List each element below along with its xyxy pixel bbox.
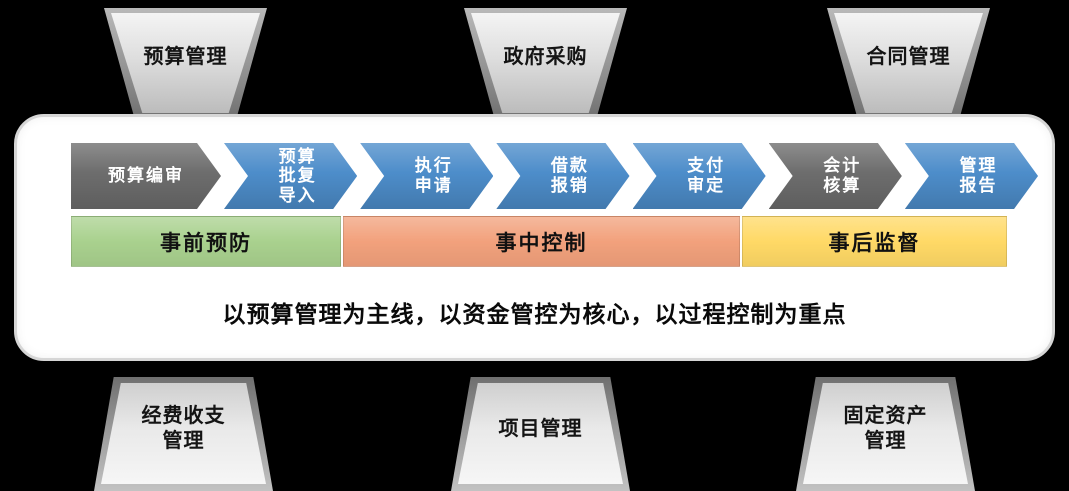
module-budget-management: 预算管理 xyxy=(104,8,267,120)
slogan-text: 以预算管理为主线，以资金管控为核心，以过程控制为重点 xyxy=(222,301,847,327)
module-label: 经费收支管理 xyxy=(141,405,226,452)
module-label: 项目管理 xyxy=(498,417,583,440)
phase-post-supervision: 事后监督 xyxy=(742,216,1007,267)
process-flow: 预算编审 预算批复导入 执行申请 借款报销 支付审定 会计核算 管理报告 xyxy=(71,143,1038,209)
process-step-label: 执行申请 xyxy=(414,156,453,195)
process-step-label: 预算批复导入 xyxy=(278,146,317,205)
module-label: 预算管理 xyxy=(143,45,228,68)
process-step-budget-review: 预算编审 xyxy=(71,143,221,209)
process-step-label: 管理报告 xyxy=(959,156,998,195)
module-fixed-assets-management: 固定资产管理 xyxy=(796,377,975,491)
module-label: 政府采购 xyxy=(503,45,588,68)
process-step-payment-approval: 支付审定 xyxy=(633,143,766,209)
process-step-execution-request: 执行申请 xyxy=(360,143,493,209)
process-step-management-report: 管理报告 xyxy=(905,143,1038,209)
phase-label: 事前预防 xyxy=(160,231,252,255)
module-government-procurement: 政府采购 xyxy=(464,8,627,120)
phase-label: 事后监督 xyxy=(828,231,921,255)
module-label: 固定资产管理 xyxy=(843,405,928,452)
process-step-budget-approval-import: 预算批复导入 xyxy=(224,143,357,209)
process-step-label: 预算编审 xyxy=(108,166,184,186)
process-panel: 预算编审 预算批复导入 执行申请 借款报销 支付审定 会计核算 管理报告 xyxy=(14,114,1055,361)
process-step-label: 借款报销 xyxy=(550,156,589,195)
process-step-accounting: 会计核算 xyxy=(769,143,902,209)
phase-in-process-control: 事中控制 xyxy=(343,216,740,267)
process-step-label: 支付审定 xyxy=(687,156,726,195)
module-project-management: 项目管理 xyxy=(451,377,630,491)
module-contract-management: 合同管理 xyxy=(827,8,990,120)
phase-pre-prevention: 事前预防 xyxy=(71,216,341,267)
phase-bands: 事前预防 事中控制 事后监督 xyxy=(71,216,1009,267)
module-expense-income-management: 经费收支管理 xyxy=(94,377,273,491)
phase-label: 事中控制 xyxy=(495,231,588,255)
module-label: 合同管理 xyxy=(866,45,951,68)
process-step-label: 会计核算 xyxy=(823,156,862,195)
process-step-loan-reimbursement: 借款报销 xyxy=(496,143,629,209)
